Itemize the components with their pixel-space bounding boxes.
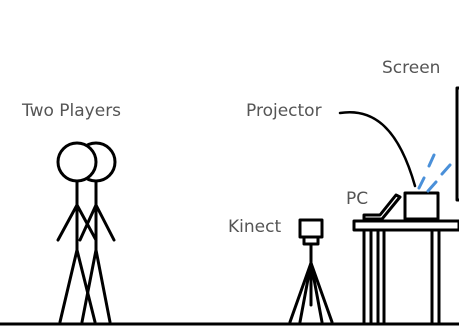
projector-beam — [419, 155, 450, 191]
pc-label: PC — [346, 191, 368, 208]
players-stick-figure-icon — [58, 143, 115, 322]
player-front — [58, 143, 96, 322]
screen-label: Screen — [382, 60, 440, 77]
laptop-icon — [364, 195, 400, 219]
kinect-label: Kinect — [228, 219, 281, 236]
projector-icon — [405, 193, 438, 219]
kinect-camera-icon — [300, 220, 322, 244]
projector-label: Projector — [246, 103, 322, 120]
table-icon — [354, 221, 459, 324]
projector-leader-line — [340, 112, 415, 186]
tripod-icon — [290, 244, 332, 322]
players-label: Two Players — [22, 103, 121, 120]
